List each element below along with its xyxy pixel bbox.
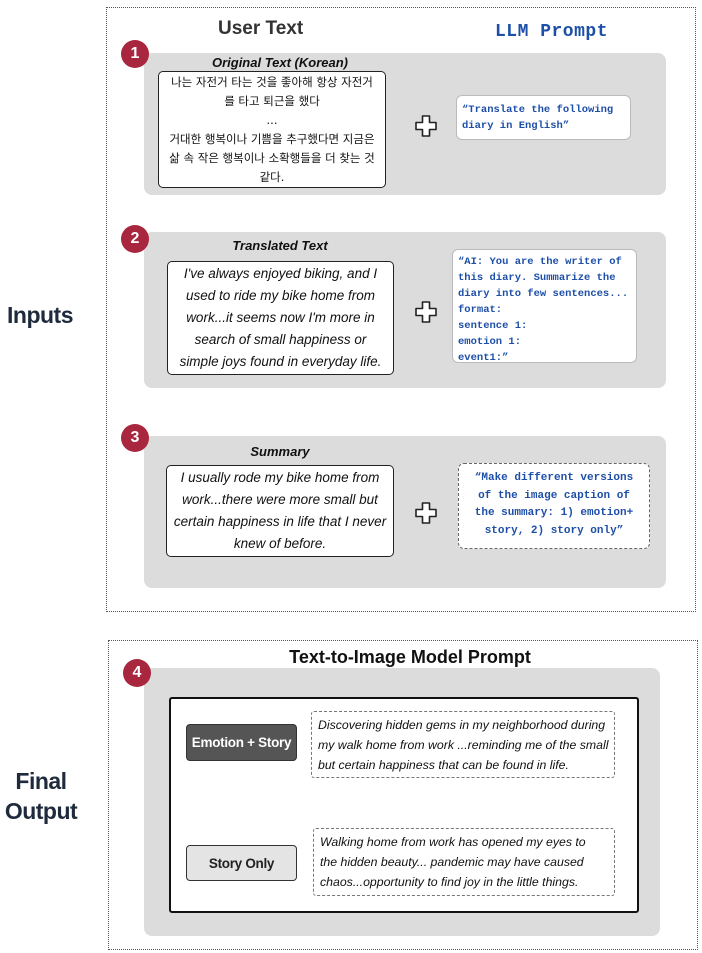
- story-only-caption-box: Walking home from work has opened my eye…: [313, 828, 615, 896]
- text-line: work...it seems now I'm more in: [186, 310, 375, 325]
- prompt-line: the summary: 1) emotion+: [474, 507, 634, 519]
- step-1-user-text-box: 나는 자전거 타는 것을 좋아해 항상 자전거 를 타고 퇴근을 했다 ... …: [158, 71, 386, 188]
- user-text-column-header: User Text: [218, 18, 304, 39]
- plus-outline-icon: [412, 499, 440, 527]
- prompt-line: emotion 1:: [458, 336, 522, 348]
- prompt-line: diary into few sentences...: [458, 288, 629, 300]
- text-line: 나는 자전거 타는 것을 좋아해 항상 자전거: [171, 74, 373, 89]
- prompt-line: of the image caption of: [478, 489, 630, 502]
- output-title: Text-to-Image Model Prompt: [289, 647, 531, 667]
- text-line: 삶 속 작은 행복이나 소확행들을 더 찾는 것: [169, 150, 375, 165]
- text-line: certain happiness in life that I never: [173, 514, 387, 529]
- text-line: ...: [266, 112, 278, 127]
- plus-outline-icon: [412, 112, 440, 140]
- prompt-line: diary in English”: [462, 120, 570, 132]
- label-line: Output: [4, 798, 78, 824]
- caption-line: the hidden beauty... pandemic may have c…: [320, 855, 584, 869]
- text-line: I've always enjoyed biking, and I: [183, 266, 378, 281]
- caption-line: Walking home from work has opened my eye…: [320, 835, 586, 849]
- step-2-title: Translated Text: [232, 238, 328, 253]
- step-3-user-text-box: I usually rode my bike home from work...…: [166, 465, 394, 557]
- prompt-line: this diary. Summarize the: [458, 272, 616, 284]
- prompt-line: “AI: You are the writer of: [458, 256, 622, 268]
- prompt-line: sentence 1:: [458, 320, 528, 332]
- final-output-label: Final Output: [0, 766, 82, 826]
- step-2-user-text-box: I've always enjoyed biking, and I used t…: [167, 261, 394, 375]
- prompt-line: “Make different versions: [474, 472, 634, 484]
- plus-outline-icon: [412, 298, 440, 326]
- caption-line: my walk home from work ...reminding me o…: [318, 738, 609, 752]
- step-4-badge: 4: [123, 659, 151, 687]
- label-line: Final: [15, 768, 67, 794]
- step-1-badge: 1: [121, 40, 149, 68]
- emotion-story-caption-box: Discovering hidden gems in my neighborho…: [311, 711, 615, 778]
- text-line: simple joys found in everyday life.: [179, 354, 382, 369]
- text-line: knew of before.: [233, 536, 327, 551]
- text-line: used to ride my bike home from: [185, 288, 376, 303]
- step-1-title: Original Text (Korean): [211, 55, 349, 70]
- step-1-llm-prompt-box: “Translate the following diary in Englis…: [456, 95, 631, 140]
- text-line: 같다.: [259, 169, 285, 184]
- step-3-title: Summary: [250, 444, 310, 459]
- text-line: search of small happiness or: [194, 332, 367, 347]
- prompt-line: story, 2) story only”: [484, 524, 624, 537]
- inputs-frame: [106, 7, 696, 612]
- text-line: 를 타고 퇴근을 했다: [224, 93, 320, 108]
- caption-line: but certain happiness that can be found …: [318, 758, 569, 772]
- step-3-badge: 3: [121, 424, 149, 452]
- final-output-frame: [108, 640, 698, 950]
- prompt-line: event1:”: [458, 352, 509, 364]
- step-2-badge: 2: [121, 225, 149, 253]
- caption-line: Discovering hidden gems in my neighborho…: [318, 718, 606, 732]
- text-line: work...there were more small but: [182, 492, 378, 507]
- text-line: 거대한 행복이나 기쁨을 추구했다면 지금은: [169, 131, 375, 146]
- prompt-line: format:: [458, 304, 503, 316]
- step-3-llm-prompt-box: “Make different versions of the image ca…: [458, 463, 650, 549]
- inputs-label: Inputs: [7, 302, 74, 328]
- emotion-story-tag: Emotion + Story: [186, 724, 297, 761]
- text-line: I usually rode my bike home from: [180, 470, 380, 485]
- story-only-tag: Story Only: [186, 845, 297, 881]
- caption-line: chaos...opportunity to find joy in the l…: [320, 875, 579, 889]
- llm-prompt-column-header: LLM Prompt: [495, 22, 609, 42]
- prompt-line: “Translate the following: [462, 104, 614, 116]
- step-2-llm-prompt-box: “AI: You are the writer of this diary. S…: [452, 249, 637, 364]
